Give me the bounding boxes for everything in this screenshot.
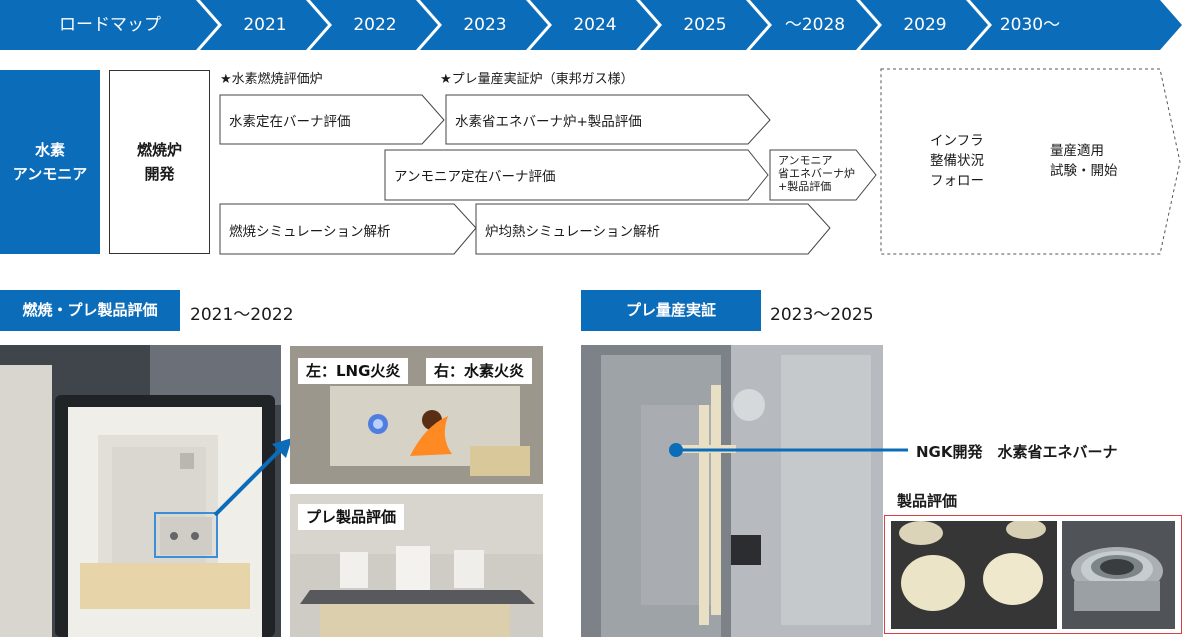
honeycomb-photo bbox=[891, 521, 1057, 629]
nh3-line-3: +製品評価 bbox=[778, 180, 832, 193]
header-label-2024: 2024 bbox=[573, 15, 617, 35]
header-label-2030: 2030～ bbox=[999, 15, 1061, 35]
subcategory-line-1: 燃焼炉 bbox=[136, 141, 182, 159]
label-nh3-burner: アンモニア定在バーナ評価 bbox=[394, 169, 556, 185]
header-label-2021: 2021 bbox=[243, 15, 287, 35]
future-mass-text: 量産適用 試験・開始 bbox=[1050, 141, 1118, 181]
pre-product-photo: プレ製品評価 bbox=[290, 494, 543, 637]
subcategory-line-2: 開発 bbox=[144, 165, 175, 183]
header-chevron-2023 bbox=[420, 0, 548, 50]
subcategory-furnace-development: 燃焼炉 開発 bbox=[109, 70, 210, 254]
flame-right-label: 右：水素火炎 bbox=[426, 358, 533, 384]
future-infra-text: インフラ 整備状況 フォロー bbox=[930, 131, 984, 191]
infra-line-1: インフラ bbox=[930, 133, 984, 149]
star-h2-eval-furnace: ★水素燃焼評価炉 bbox=[220, 72, 323, 87]
header-label-roadmap: ロードマップ bbox=[59, 15, 161, 35]
nh3-line-2: 省エネバーナ炉 bbox=[778, 167, 855, 180]
label-h2-burner: 水素定在バーナ評価 bbox=[229, 114, 351, 130]
header-chevron-2030 bbox=[970, 0, 1182, 50]
label-nh3-saving-furnace: アンモニア 省エネバーナ炉 +製品評価 bbox=[778, 154, 855, 193]
header-chevron-roadmap bbox=[0, 0, 218, 50]
section-left-years: 2021～2022 bbox=[190, 305, 294, 325]
infra-line-3: フォロー bbox=[930, 173, 984, 189]
furnace-photo-art bbox=[0, 345, 281, 637]
roadmap-bars bbox=[219, 68, 1181, 255]
star-pre-mass-furnace: ★プレ量産実証炉（東邦ガス様） bbox=[440, 72, 634, 87]
bar-furnace-sim bbox=[475, 203, 831, 255]
header-label-2029: 2029 bbox=[903, 15, 947, 35]
flame-photo: 左：LNG火炎 右：水素火炎 bbox=[290, 346, 543, 484]
future-dashed-chevron bbox=[880, 68, 1181, 255]
bar-combustion-sim bbox=[219, 203, 477, 255]
header-chevron-2021 bbox=[200, 0, 328, 50]
furnace-photo bbox=[0, 345, 281, 637]
header-label-2028: ～2028 bbox=[784, 15, 846, 35]
flame-left-label: 左：LNG火炎 bbox=[298, 358, 409, 384]
header-chevron-2022 bbox=[310, 0, 438, 50]
label-combustion-sim: 燃焼シミュレーション解析 bbox=[229, 224, 391, 240]
label-h2-saving-furnace: 水素省エネバーナ炉+製品評価 bbox=[455, 114, 642, 130]
pre-product-label: プレ製品評価 bbox=[298, 504, 405, 530]
bar-nh3-burner bbox=[384, 149, 769, 201]
zoom-arrow bbox=[213, 438, 292, 517]
category-line-1: 水素 bbox=[34, 141, 65, 159]
mass-furnace-photo bbox=[581, 345, 883, 637]
section-right-badge: プレ量産実証 bbox=[581, 290, 761, 331]
callout-line bbox=[669, 443, 908, 457]
mass-line-1: 量産適用 bbox=[1050, 143, 1104, 159]
roadmap-header-band bbox=[0, 0, 1182, 50]
infra-line-2: 整備状況 bbox=[930, 153, 984, 169]
product-eval-frame bbox=[884, 515, 1182, 634]
bar-h2-burner bbox=[219, 94, 445, 145]
section-right-years: 2023～2025 bbox=[770, 305, 874, 325]
mass-line-2: 試験・開始 bbox=[1050, 163, 1118, 179]
header-label-2023: 2023 bbox=[463, 15, 507, 35]
ngk-burner-callout: NGK開発 水素省エネバーナ bbox=[916, 443, 1118, 461]
header-chevron-2024 bbox=[530, 0, 658, 50]
nh3-line-1: アンモニア bbox=[778, 154, 833, 167]
category-hydrogen-ammonia: 水素 アンモニア bbox=[0, 70, 100, 254]
bar-h2-saving-furnace bbox=[445, 94, 771, 145]
category-line-2: アンモニア bbox=[12, 165, 88, 183]
bar-nh3-saving-furnace bbox=[769, 149, 877, 201]
label-furnace-sim: 炉均熱シミュレーション解析 bbox=[485, 224, 660, 240]
header-label-2022: 2022 bbox=[353, 15, 397, 35]
product-eval-label: 製品評価 bbox=[897, 492, 958, 510]
ring-photo bbox=[1062, 521, 1175, 629]
header-chevron-2028 bbox=[750, 0, 878, 50]
header-label-2025: 2025 bbox=[683, 15, 727, 35]
header-chevron-2025 bbox=[640, 0, 768, 50]
section-left-badge: 燃焼・プレ製品評価 bbox=[0, 290, 180, 331]
mass-furnace-photo-art bbox=[581, 345, 883, 637]
header-chevron-2029 bbox=[860, 0, 988, 50]
